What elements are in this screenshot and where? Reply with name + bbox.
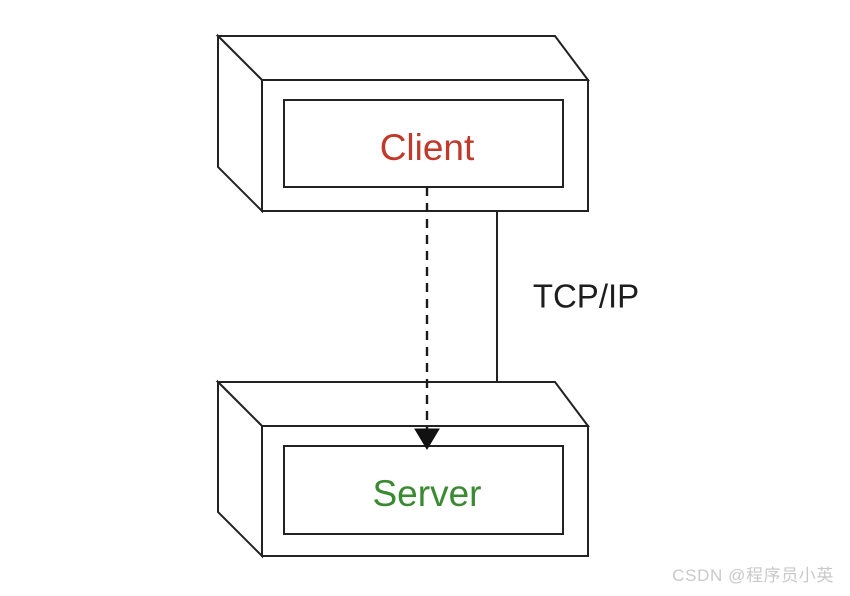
tcpip-label: TCP/IP bbox=[533, 278, 639, 315]
client-inner-rect bbox=[283, 99, 564, 188]
dependency-arrow-head bbox=[414, 428, 440, 450]
server-label: Server bbox=[373, 473, 482, 514]
client-label: Client bbox=[380, 127, 475, 168]
client-top-face bbox=[215, 35, 590, 81]
connection-tcpip[interactable]: TCP/IP bbox=[496, 211, 639, 382]
server-top-face bbox=[215, 381, 590, 427]
csdn-watermark: CSDN @程序员小英 bbox=[672, 566, 834, 585]
node-client[interactable]: Client bbox=[215, 33, 590, 214]
connection-dependency[interactable] bbox=[414, 187, 440, 450]
node-server[interactable]: Server bbox=[215, 379, 590, 559]
server-inner-rect bbox=[283, 445, 564, 535]
